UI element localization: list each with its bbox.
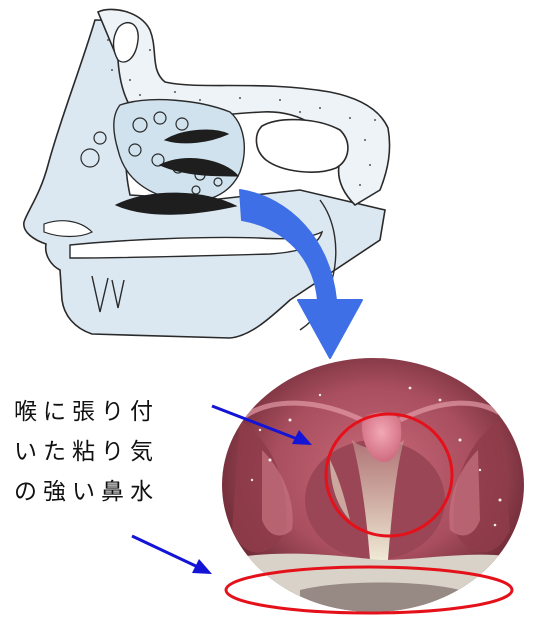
caption: 喉に張り付 いた粘り気 の強い鼻水 (14, 392, 204, 512)
caption-line-2: いた粘り気 (14, 432, 204, 472)
throat-photo (220, 355, 530, 618)
caption-line-1: 喉に張り付 (14, 392, 204, 432)
pointer-arrow-lower (132, 536, 212, 574)
caption-line-3: の強い鼻水 (14, 472, 204, 512)
ethmoid-region (114, 100, 245, 202)
sphenoid-sinus (256, 120, 347, 173)
